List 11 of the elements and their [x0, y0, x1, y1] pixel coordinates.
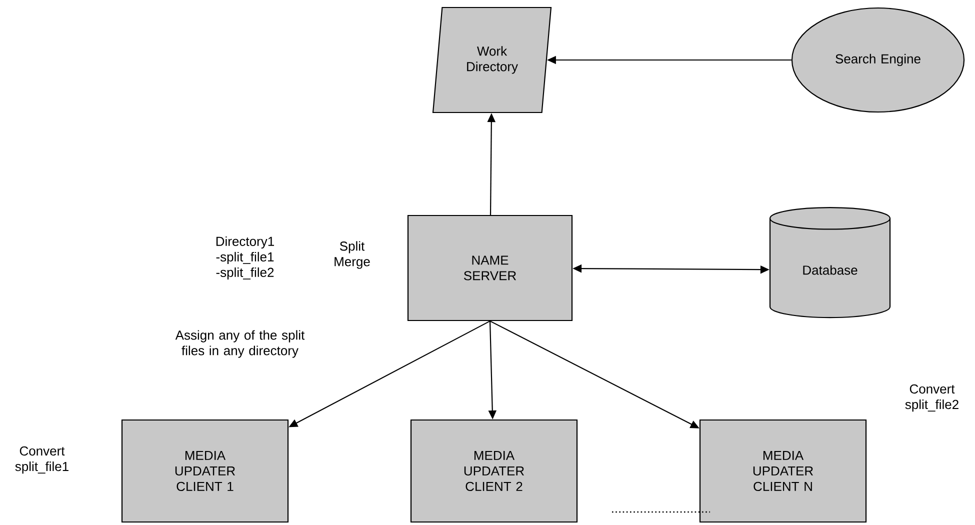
- note-text: Split Merge: [334, 241, 370, 269]
- client-box: MEDIA UPDATER CLIENT 1: [121, 419, 289, 523]
- name-server-box: NAME SERVER: [407, 214, 573, 322]
- client-box: MEDIA UPDATER CLIENT 2: [410, 419, 578, 523]
- client-box: MEDIA UPDATER CLIENT N: [699, 419, 867, 523]
- note-text: Assign any of the split files in any directory: [175, 330, 305, 358]
- note-text: Directory1 -split_file1 -split_file2: [216, 236, 274, 280]
- note-text: Convert split_file2: [905, 384, 958, 412]
- database-cylinder: Database: [769, 206, 891, 318]
- note-text: Convert split_file1: [15, 446, 68, 474]
- work-directory-parallelogram: Work Directory: [432, 6, 552, 114]
